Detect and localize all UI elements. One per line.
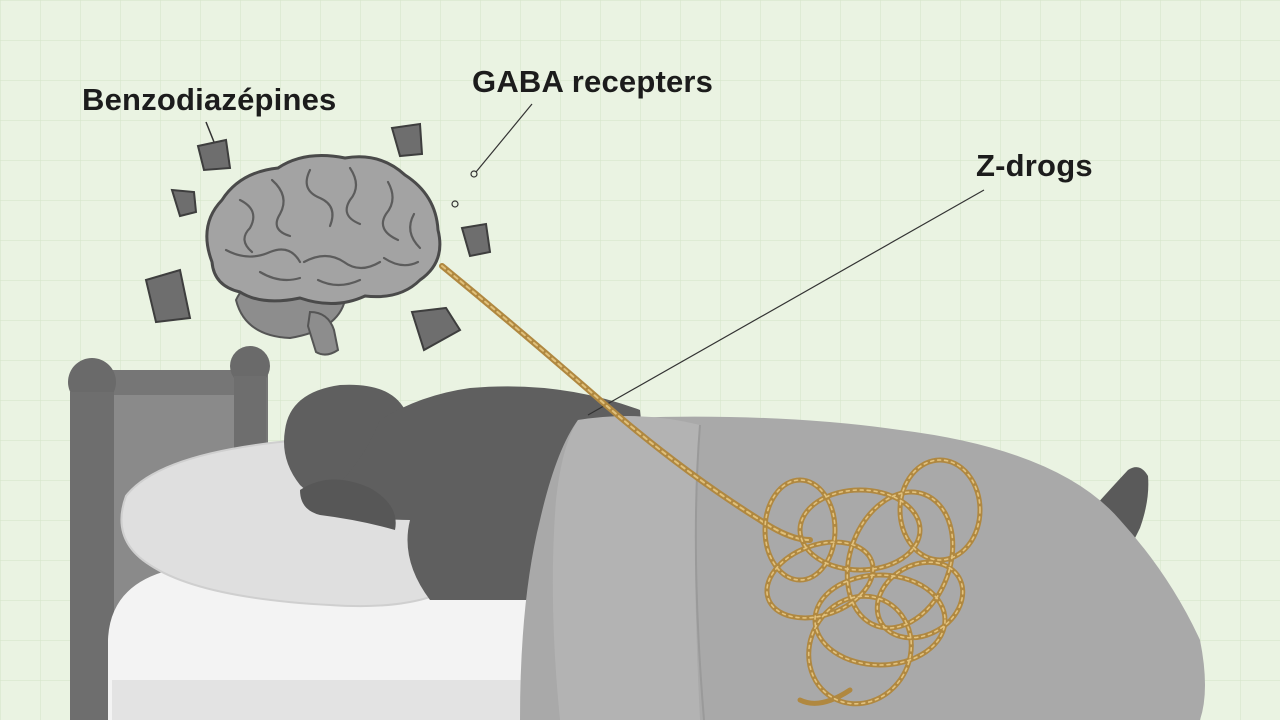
person-arm (300, 479, 396, 530)
bed-post-left (70, 392, 114, 720)
rope-strand (439, 263, 813, 543)
tangled-rope (439, 263, 983, 707)
fragment-6 (410, 306, 462, 352)
fragment-4 (390, 122, 424, 158)
gaba-pointer-dot (470, 170, 478, 178)
gaba-receptors-label: GABA recepters (472, 64, 714, 99)
brain-cerebrum (205, 154, 442, 306)
rope-knot-highlight (764, 459, 981, 705)
gaba-pointer-line (475, 103, 533, 173)
fragment-3 (144, 268, 192, 324)
zdrug-pointer-line (587, 189, 985, 416)
benzodiazepines-label: Benzodiazépines (82, 82, 337, 117)
brain-stem (306, 310, 340, 356)
fragment-2 (170, 188, 198, 218)
gaba-pointer-dot-small (451, 200, 459, 208)
fragment-1 (196, 138, 232, 172)
mattress-shadow (112, 680, 560, 720)
blanket-fold (552, 416, 700, 720)
z-drugs-label: Z-drogs (976, 148, 1093, 183)
brain-folds (224, 166, 422, 287)
broken-pieces (144, 122, 492, 352)
fragment-5 (460, 222, 492, 258)
brain-icon (205, 154, 442, 356)
benzo-pointer-line (205, 121, 215, 143)
blanket-crease (694, 424, 705, 720)
